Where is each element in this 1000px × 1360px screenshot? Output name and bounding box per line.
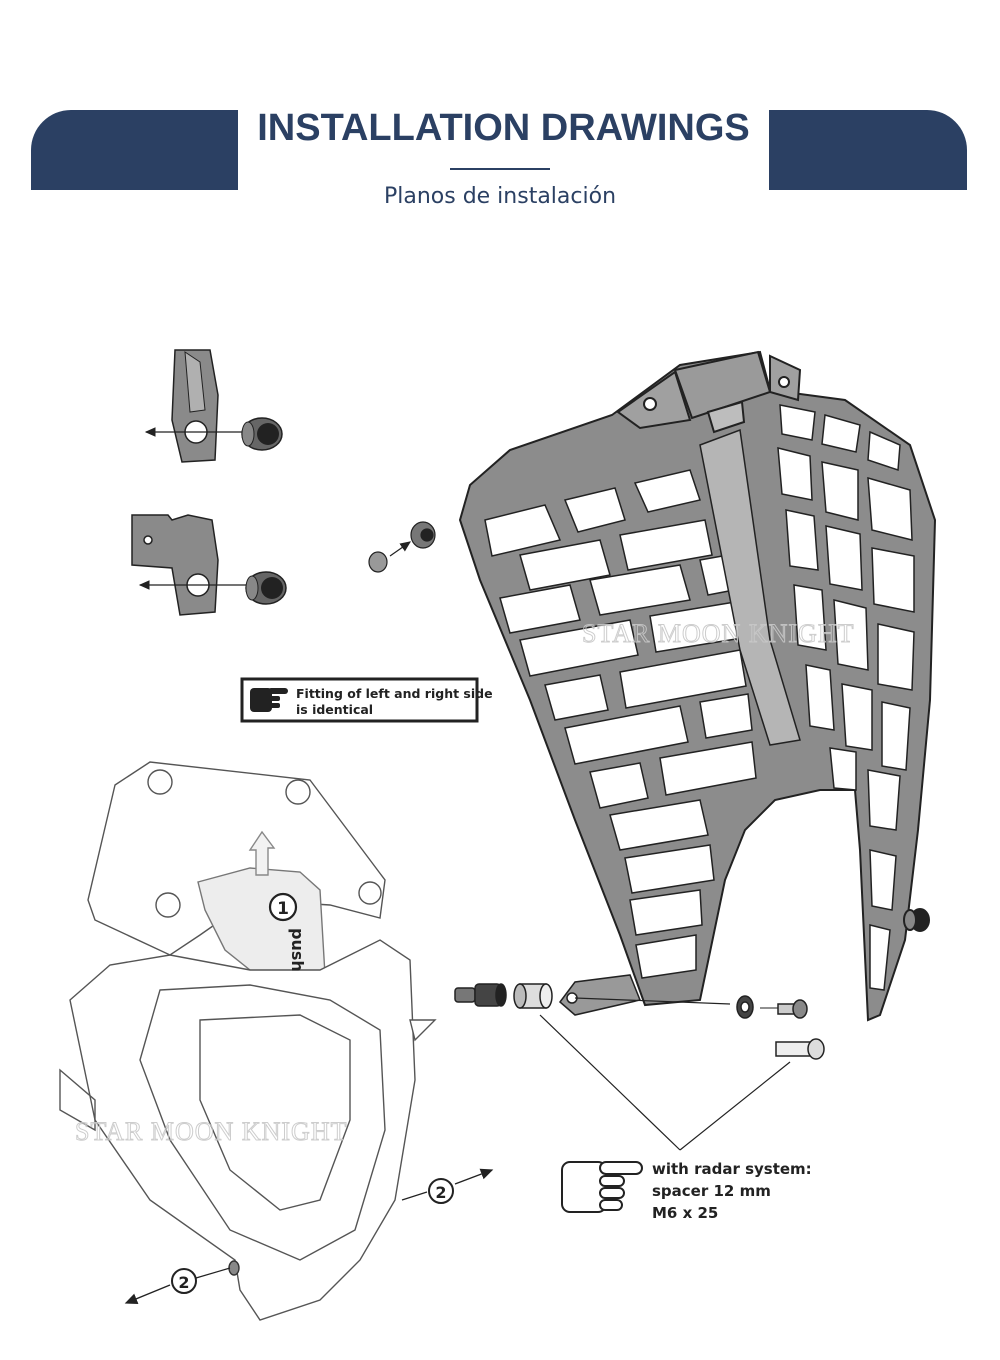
motorcycle-front (59, 761, 437, 1321)
screw-number-a: 2 (435, 1183, 446, 1202)
watermark-bottom: STAR MOON KNIGHT (75, 1117, 347, 1146)
note-radar: with radar system: spacer 12 mm M6 x 25 (561, 1160, 812, 1222)
screw-icon (775, 1038, 825, 1060)
title-divider (450, 168, 550, 170)
rubber-grommet-icon (245, 571, 287, 605)
note-identical-line1: Fitting of left and right side (296, 686, 493, 701)
page-title: INSTALLATION DRAWINGS (257, 107, 750, 149)
page-subtitle: Planos de instalación (383, 184, 617, 209)
lower-fasteners (454, 974, 825, 1151)
screw-callout-b: 2 (124, 1267, 231, 1304)
note-identical: Fitting of left and right side is identi… (240, 677, 493, 723)
push-number: 1 (277, 899, 289, 919)
screw-callout-a: 2 (401, 1168, 494, 1204)
watermark-top: STAR MOON KNIGHT (582, 619, 854, 648)
pointing-hand-icon (250, 688, 288, 712)
screw-number-b: 2 (178, 1273, 189, 1292)
note-radar-line3: M6 x 25 (652, 1204, 718, 1222)
header-bar-right (769, 110, 967, 190)
screw-icon (760, 999, 808, 1019)
note-identical-line2: is identical (296, 702, 373, 717)
note-radar-line1: with radar system: (652, 1160, 812, 1178)
bracket-lower (131, 514, 248, 616)
push-label: push (288, 928, 307, 972)
spacer (513, 983, 553, 1009)
rubber-grommet-icon (241, 417, 283, 451)
push-callout: 1 push (268, 892, 307, 972)
pointing-hand-icon (561, 1161, 643, 1213)
headlight-grille (458, 350, 937, 1022)
note-radar-line2: spacer 12 mm (652, 1182, 771, 1200)
screw-icon (454, 983, 507, 1007)
header-bar-left (31, 110, 238, 190)
bracket-upper (144, 349, 244, 463)
